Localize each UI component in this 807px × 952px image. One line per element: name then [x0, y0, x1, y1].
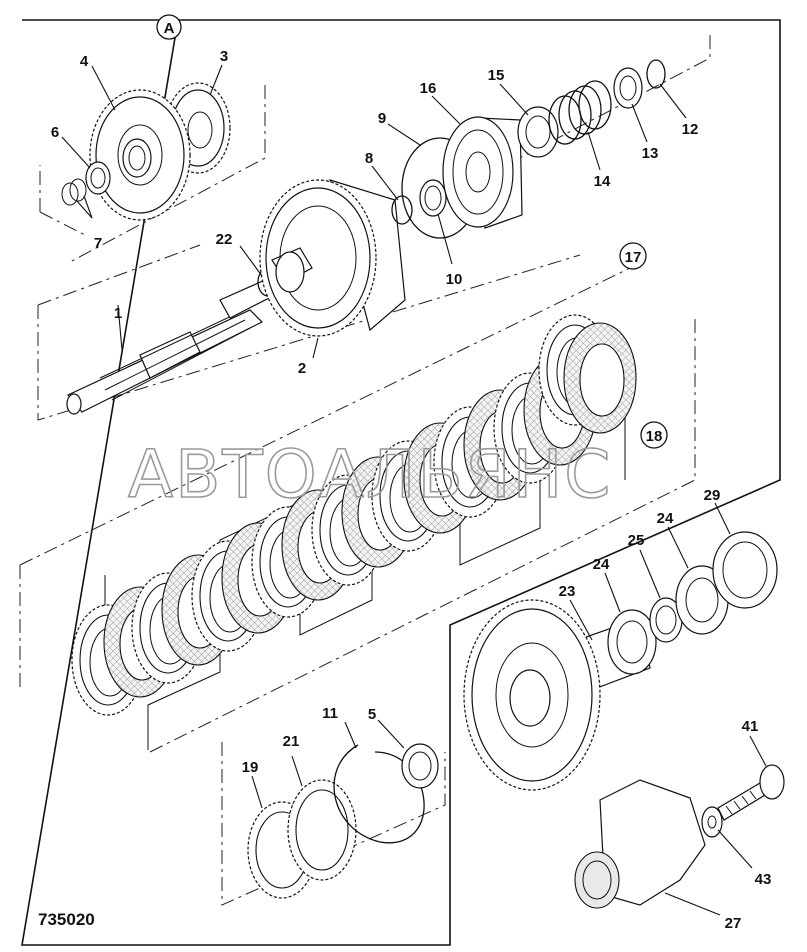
callout-22: 22	[216, 231, 233, 248]
callout-19: 19	[242, 759, 259, 776]
group-boundary-gears	[39, 85, 266, 263]
snap-rings-7	[61, 178, 87, 206]
callout-21: 21	[283, 733, 300, 750]
callout-18: 18	[646, 428, 663, 445]
clutch-disc-21	[287, 779, 357, 881]
callout-10: 10	[446, 271, 463, 288]
callout-4: 4	[80, 53, 89, 70]
callout-24-rear: 24	[657, 510, 674, 527]
yoke-27	[574, 779, 706, 909]
leader-lines	[61, 64, 767, 916]
circlip-12	[646, 59, 666, 89]
shaft-1	[66, 279, 276, 415]
callout-6: 6	[51, 124, 59, 141]
callout-24-front: 24	[593, 556, 610, 573]
callout-12: 12	[682, 121, 699, 138]
callout-14: 14	[594, 173, 611, 190]
callout-labels: 1 2 3 4 5 6 7 8 9 10 11 12 13 14 15 16 1…	[51, 48, 772, 932]
output-gear-23	[463, 599, 651, 791]
callout-17-marker: 17	[619, 242, 647, 270]
clutch-disc-18	[563, 322, 637, 434]
piston-16	[442, 116, 523, 229]
section-label: A	[164, 20, 175, 37]
bearing-5	[401, 743, 439, 789]
callout-11: 11	[322, 705, 338, 722]
callout-1: 1	[114, 305, 122, 322]
callout-18-marker: 18	[640, 421, 668, 449]
callout-16: 16	[420, 80, 437, 97]
section-marker: A	[156, 14, 182, 40]
callout-2: 2	[298, 360, 306, 377]
clutch-pack	[71, 314, 637, 750]
group-boundary-clutch	[19, 267, 696, 753]
callout-27: 27	[725, 915, 742, 932]
callout-41: 41	[742, 718, 759, 735]
retainer-13	[613, 67, 643, 109]
callout-8: 8	[365, 150, 373, 167]
spring-14	[548, 80, 612, 145]
gear-cluster-upper	[61, 82, 231, 221]
watermark: АВТОАЛЬЯНС	[128, 436, 612, 513]
callout-13: 13	[642, 145, 659, 162]
callout-3: 3	[220, 48, 228, 65]
callout-17: 17	[625, 249, 642, 266]
gear-4	[89, 89, 191, 221]
callout-5: 5	[368, 706, 376, 723]
bearing-24-front	[607, 609, 657, 675]
drawing-number: 735020	[38, 910, 95, 929]
seal-29	[712, 531, 778, 609]
callout-23: 23	[559, 583, 576, 600]
bolt-41	[717, 764, 785, 821]
gear-drum-2	[259, 179, 406, 337]
bearing-6	[85, 161, 111, 195]
callout-43: 43	[755, 871, 772, 888]
group-boundary-small-parts	[221, 742, 446, 906]
callout-9: 9	[378, 110, 386, 127]
spring-seat-15	[517, 106, 559, 158]
callout-29: 29	[704, 487, 721, 504]
callout-15: 15	[488, 67, 505, 84]
ring-10	[419, 179, 447, 217]
callout-25: 25	[628, 532, 645, 549]
section-frame	[21, 19, 781, 946]
washer-43	[701, 806, 723, 838]
callout-7: 7	[94, 235, 102, 252]
